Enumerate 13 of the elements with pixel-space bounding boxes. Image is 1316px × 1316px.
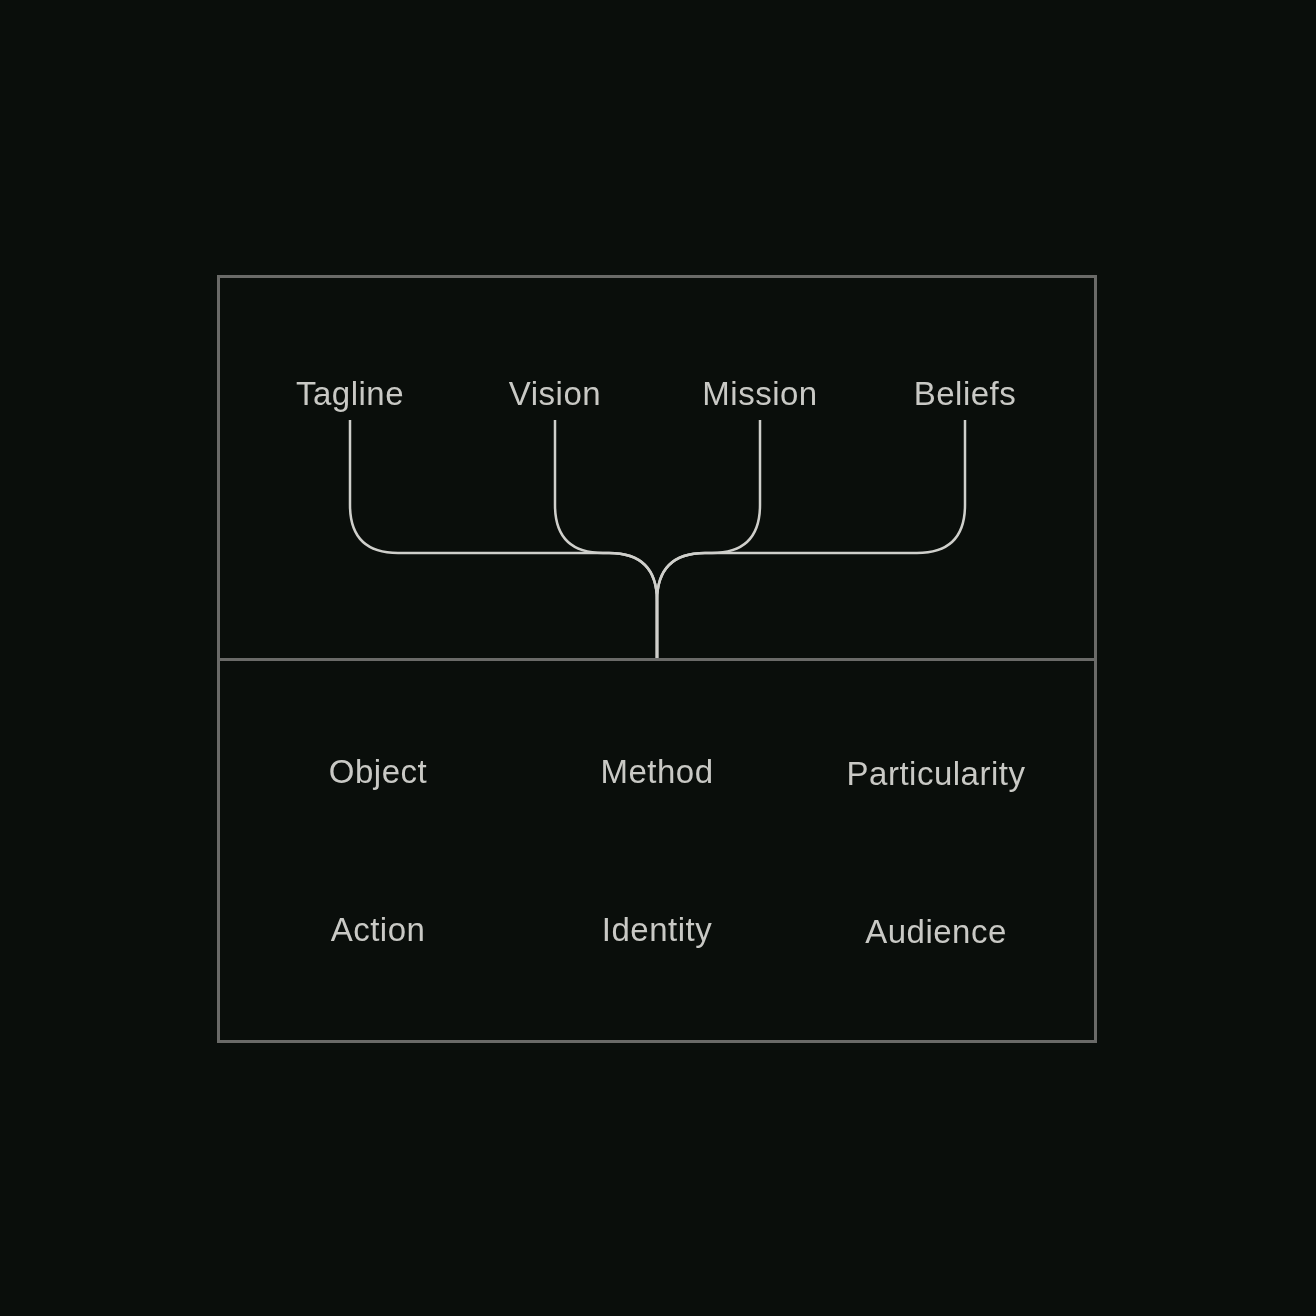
item-label: Audience (865, 912, 1007, 952)
connector-line (655, 420, 967, 658)
node-label: Vision (508, 374, 602, 414)
item-label: Particularity (846, 754, 1026, 794)
node-label: Tagline (295, 374, 405, 414)
item-label: Object (328, 752, 428, 792)
node-label: Beliefs (913, 374, 1017, 414)
item-label: Action (330, 910, 426, 950)
item-label: Identity (601, 910, 713, 950)
node-label: Mission (702, 374, 818, 414)
panel-box (217, 275, 1097, 661)
panel-box (217, 658, 1097, 1043)
item-label: Method (600, 752, 714, 792)
